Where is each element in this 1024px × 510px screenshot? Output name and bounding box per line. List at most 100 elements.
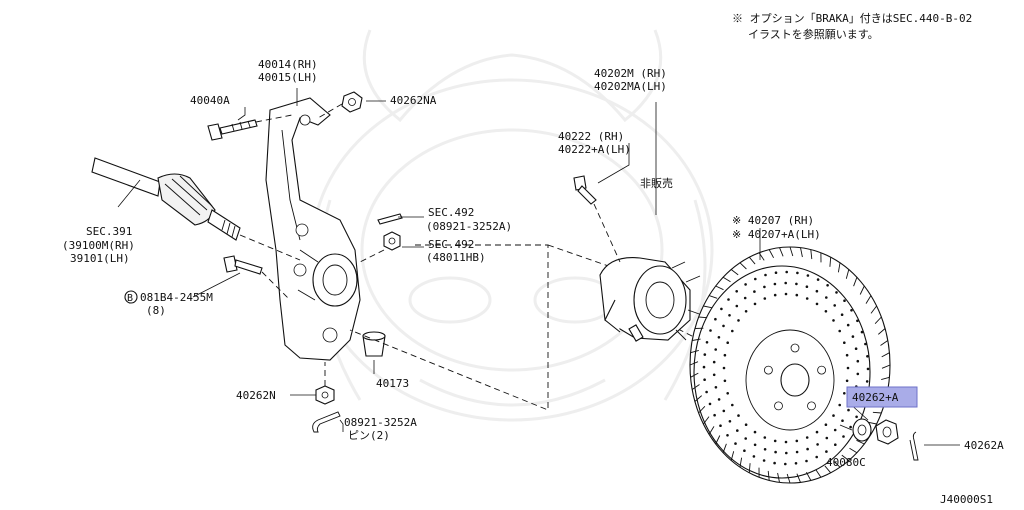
rotor-vane — [881, 376, 890, 381]
rotor-hole — [719, 424, 722, 428]
rotor-vane — [703, 305, 712, 309]
rotor-vane — [730, 269, 739, 276]
rotor-hole — [728, 420, 732, 423]
rotor-hole — [784, 440, 788, 444]
rotor-vane — [777, 472, 780, 483]
note-line-2: イラストを参照願います。 — [748, 27, 879, 41]
label-40202m: 40202M (RH) — [594, 67, 667, 80]
rotor-hole — [764, 273, 767, 277]
rotor-hole — [841, 419, 844, 423]
lug-hole — [817, 365, 826, 375]
rotor-hole — [816, 278, 820, 281]
rotor-hole — [842, 435, 845, 438]
rotor-hole — [744, 310, 748, 313]
rotor-vane — [694, 395, 702, 402]
rotor-vane — [739, 262, 747, 270]
rotor-hole — [835, 291, 838, 294]
rotor-hole — [825, 450, 828, 453]
rotor-hole — [850, 309, 853, 312]
rotor-vane — [874, 316, 882, 325]
cotter-pin-40262a — [909, 431, 919, 461]
rotor-hole — [846, 323, 850, 327]
rotor-vane — [815, 469, 822, 478]
rotor-hole — [702, 365, 706, 369]
rotor-hole — [763, 285, 766, 289]
rotor-hole — [846, 366, 850, 370]
rotor-hole — [754, 277, 757, 281]
rotor-hole — [838, 329, 841, 333]
rotor-vane — [849, 447, 858, 454]
label-08921-3252a: 08921-3252A — [344, 416, 417, 429]
rotor-hole — [712, 360, 716, 364]
rotor-vane — [870, 305, 877, 314]
rotor-hole — [731, 329, 734, 333]
rotor-vane — [779, 247, 784, 257]
rotor-hole — [832, 414, 835, 417]
label-circle-b: B — [127, 293, 133, 304]
lug-hole — [774, 401, 783, 411]
rotor-hole — [734, 442, 737, 445]
lug-hole — [764, 365, 773, 375]
label-knuckle-rh: 40014(RH) — [258, 58, 318, 71]
rotor-vane — [708, 295, 718, 299]
rotor-hole — [843, 392, 846, 395]
rotor-hole — [735, 304, 739, 308]
rotor-vane — [689, 361, 699, 366]
rotor-hole — [737, 319, 740, 322]
label-not-for-sale: 非販売 — [640, 177, 673, 190]
rotor-hole — [763, 297, 767, 300]
rotor-hole — [784, 292, 788, 296]
lug-hole — [807, 401, 816, 411]
rotor-hole — [726, 434, 729, 437]
rotor-vane — [698, 316, 708, 319]
brake-rotor-40207 — [689, 246, 891, 484]
highlight-40262-a[interactable] — [846, 386, 918, 408]
rotor-hole — [816, 443, 819, 446]
rotor-vane — [796, 473, 801, 483]
rotor-vane — [806, 471, 812, 481]
rotor-hole — [785, 270, 788, 274]
rotor-hole — [714, 317, 717, 321]
rotor-hole — [709, 329, 712, 332]
rotor-hole — [840, 313, 844, 317]
rotor-vane — [853, 277, 858, 287]
bolt-40040a — [207, 114, 293, 141]
rotor-hole — [795, 439, 799, 443]
rotor-hole — [720, 307, 723, 311]
rotor-hole — [834, 443, 837, 447]
rotor-hole — [774, 450, 777, 454]
rotor-hole — [806, 447, 809, 451]
rotor-vane — [748, 256, 756, 265]
rotor-hole — [714, 348, 717, 351]
rotor-hole — [847, 408, 850, 412]
rotor-vane — [810, 249, 813, 260]
rotor-hole — [856, 359, 860, 363]
rotor-hole — [815, 430, 819, 434]
leader-lines — [117, 88, 960, 446]
rotor-vane — [692, 338, 701, 341]
rotor-vane — [833, 460, 841, 468]
rotor-hole — [795, 282, 798, 286]
rotor-hole — [856, 319, 859, 323]
rotor-hole — [722, 366, 726, 370]
rotor-hole — [849, 425, 852, 429]
label-diagram-id: J40000S1 — [940, 493, 993, 506]
rotor-hole — [703, 378, 706, 382]
label-40262n: 40262N — [236, 389, 276, 402]
label-081b4-qty: (8) — [146, 304, 166, 317]
rotor-hole — [723, 379, 727, 383]
rotor-vane — [859, 285, 865, 295]
label-40207: ※ 40207 (RH) — [732, 214, 814, 227]
rotor-hole — [815, 289, 819, 293]
rotor-vane — [881, 352, 890, 358]
rotor-hole — [843, 341, 846, 345]
rotor-hole — [805, 459, 808, 463]
bolt-081b4-2455m — [223, 255, 291, 301]
rotor-hole — [713, 413, 716, 417]
rotor-hole — [864, 342, 867, 346]
lug-hole — [790, 343, 800, 353]
bushing-40173 — [362, 331, 386, 357]
rotor-vane — [691, 384, 700, 390]
rotor-hole — [705, 390, 708, 394]
